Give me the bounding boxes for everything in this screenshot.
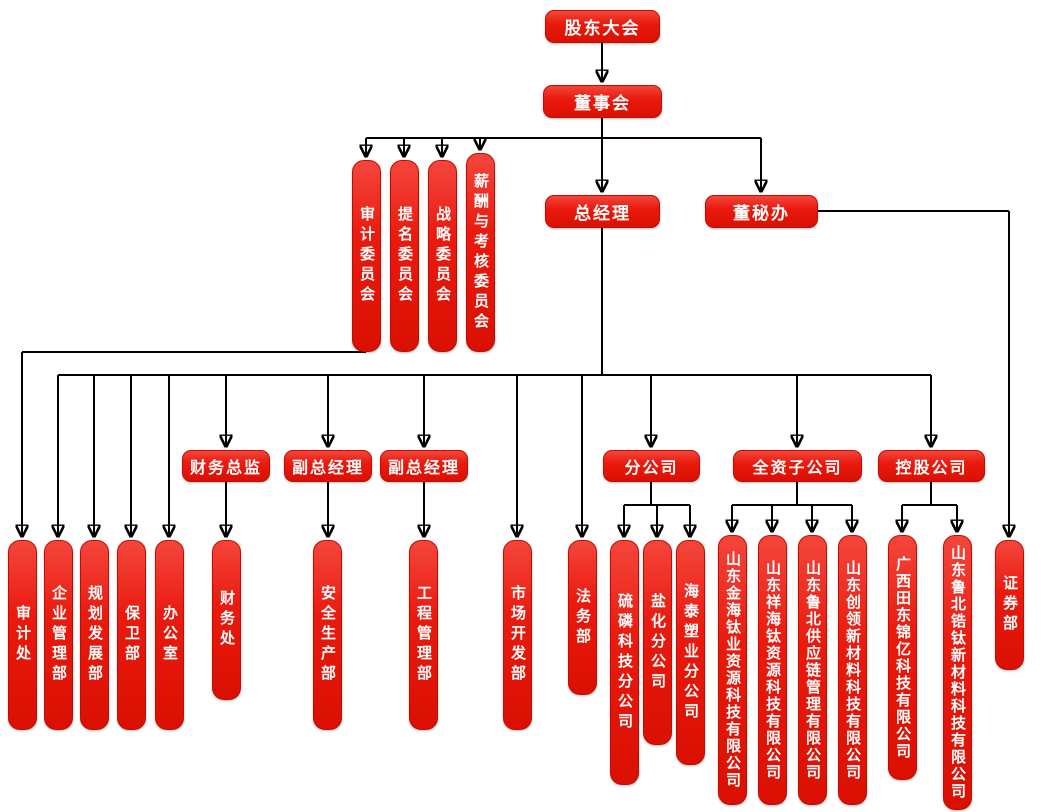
node-label: 办公室 [161, 605, 178, 665]
node-label: 海泰塑业分公司 [682, 582, 699, 723]
node-board-of-directors: 董事会 [543, 85, 662, 118]
node-label: 山东祥海钛资源科技有限公司 [764, 559, 781, 781]
node-xianghai-titanium-company: 山东祥海钛资源科技有限公司 [758, 535, 787, 805]
node-label: 安全生产部 [319, 585, 336, 685]
node-general-office: 办公室 [155, 540, 184, 730]
node-label: 审计处 [14, 605, 31, 665]
node-label: 副总经理 [387, 460, 460, 477]
node-label: 薪酬与考核委员会 [472, 172, 489, 333]
node-wholly-owned-subsidiaries: 全资子公司 [733, 450, 862, 482]
node-label: 山东金海钛业资源科技有限公司 [724, 551, 741, 789]
node-salt-chemical-branch: 盐化分公司 [643, 540, 672, 745]
node-label: 分公司 [624, 460, 679, 477]
node-cfo: 财务总监 [182, 450, 270, 482]
node-lubei-zirconium-titanium-company: 山东鲁北锆钛新材料科技有限公司 [943, 535, 972, 810]
node-shareholders-meeting: 股东大会 [545, 10, 660, 43]
node-legal-dept: 法务部 [568, 540, 597, 695]
node-label: 硫磷科技分公司 [616, 592, 633, 733]
node-guangxi-tiandong-jinyi-company: 广西田东锦亿科技有限公司 [888, 535, 917, 780]
node-label: 盐化分公司 [649, 592, 666, 693]
node-label: 提名委员会 [396, 206, 413, 306]
node-label: 山东创领新材料科技有限公司 [844, 559, 861, 781]
node-board-secretary-office: 董秘办 [705, 195, 818, 228]
node-finance-office: 财务处 [212, 540, 241, 700]
node-label: 股东大会 [564, 19, 641, 38]
node-safety-production-dept: 安全生产部 [313, 540, 342, 730]
node-label: 财务处 [218, 590, 235, 650]
node-securities-dept: 证券部 [995, 540, 1024, 670]
node-jinhai-titanium-company: 山东金海钛业资源科技有限公司 [718, 535, 747, 805]
node-holding-companies: 控股公司 [878, 450, 985, 482]
node-label: 全资子公司 [752, 460, 843, 477]
node-chuangling-materials-company: 山东创领新材料科技有限公司 [838, 535, 867, 805]
node-strategy-committee: 战略委员会 [428, 160, 457, 352]
node-label: 市场开发部 [509, 585, 526, 685]
node-market-development-dept: 市场开发部 [503, 540, 532, 730]
node-security-dept: 保卫部 [117, 540, 146, 730]
node-enterprise-management-dept: 企业管理部 [44, 540, 73, 730]
node-label: 财务总监 [189, 460, 262, 477]
node-label: 山东鲁北锆钛新材料科技有限公司 [949, 545, 966, 800]
node-lubei-supply-chain-company: 山东鲁北供应链管理有限公司 [798, 535, 827, 805]
node-engineering-management-dept: 工程管理部 [409, 540, 438, 730]
node-label: 董事会 [574, 94, 631, 113]
node-planning-development-dept: 规划发展部 [80, 540, 109, 730]
node-label: 控股公司 [895, 460, 968, 477]
node-label: 审计委员会 [358, 206, 375, 306]
node-label: 保卫部 [123, 605, 140, 665]
node-haitai-plastics-branch: 海泰塑业分公司 [676, 540, 705, 765]
node-label: 副总经理 [291, 460, 364, 477]
node-sulfur-phosphorus-branch: 硫磷科技分公司 [610, 540, 639, 785]
node-remuneration-assessment-committee: 薪酬与考核委员会 [466, 153, 495, 352]
node-deputy-gm-1: 副总经理 [284, 450, 372, 482]
node-audit-office: 审计处 [8, 540, 37, 730]
node-label: 证券部 [1001, 575, 1018, 635]
node-label: 董秘办 [733, 204, 790, 223]
node-label: 法务部 [574, 587, 591, 648]
node-nomination-committee: 提名委员会 [390, 160, 419, 352]
node-label: 总经理 [574, 204, 631, 223]
node-label: 企业管理部 [50, 585, 67, 685]
node-label: 山东鲁北供应链管理有限公司 [804, 559, 821, 781]
node-branch-companies: 分公司 [603, 450, 700, 482]
node-label: 工程管理部 [415, 585, 432, 685]
node-deputy-gm-2: 副总经理 [380, 450, 468, 482]
connector-trunks [22, 118, 1009, 506]
node-general-manager: 总经理 [545, 195, 660, 228]
node-label: 规划发展部 [86, 585, 103, 685]
node-label: 战略委员会 [434, 206, 451, 306]
node-label: 广西田东锦亿科技有限公司 [894, 555, 911, 760]
node-audit-committee: 审计委员会 [352, 160, 381, 352]
